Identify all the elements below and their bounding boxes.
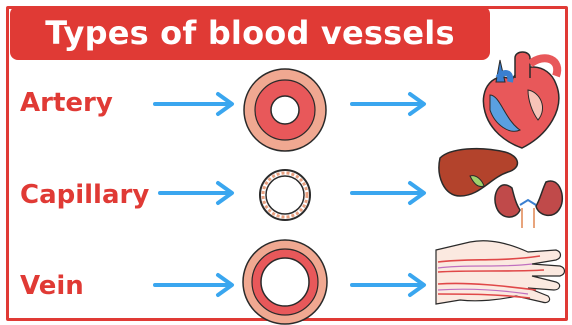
- hand-vessels-icon: [436, 241, 565, 304]
- arrow-icon: [352, 94, 424, 114]
- artery-cross-section-icon: [244, 69, 326, 151]
- arrow-icon: [155, 94, 232, 114]
- capillary-cross-section-icon: [260, 170, 310, 220]
- liver-kidneys-icon: [439, 149, 562, 228]
- arrow-icon: [352, 275, 424, 295]
- arrow-icon: [160, 183, 232, 203]
- vein-cross-section-icon: [243, 240, 327, 324]
- arrow-icon: [352, 183, 424, 203]
- arrow-icon: [155, 275, 232, 295]
- heart-icon: [483, 52, 558, 148]
